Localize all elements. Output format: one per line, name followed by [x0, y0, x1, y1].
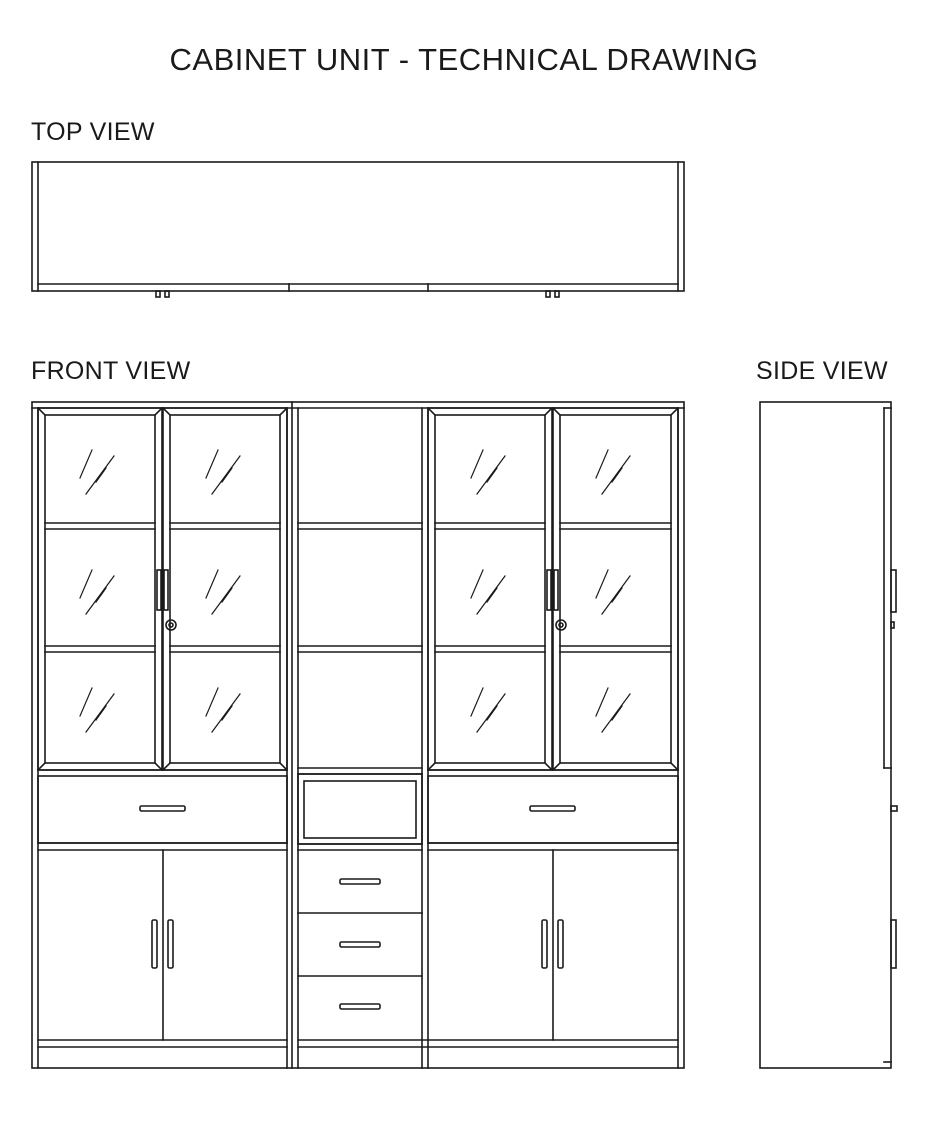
glass-hatch-line [79, 687, 93, 717]
center-drawer-1-handle [339, 878, 381, 885]
drawing-title: CABINET UNIT - TECHNICAL DRAWING [169, 42, 759, 77]
left-glass-handle [156, 569, 162, 611]
left-glass-doors [36, 406, 289, 772]
right-lock [555, 619, 567, 631]
center-drawers [297, 878, 423, 1010]
glass-hatch-line [221, 467, 233, 483]
side-drawer-handle [890, 805, 898, 812]
glass-hatch-line [476, 693, 506, 733]
glass-hatch-line [221, 587, 233, 603]
right-wide-drawer [427, 775, 679, 844]
left-lower-section [37, 769, 288, 1041]
glass-hatch-line [611, 705, 623, 721]
left-door-handle-a [151, 919, 158, 969]
left-wide-drawer [37, 775, 288, 844]
glass-hatch-line [221, 705, 233, 721]
glass-hatch-line [470, 569, 484, 599]
right-glass-doors [426, 406, 680, 772]
glass-reflection-marks [79, 449, 631, 733]
glass-hatch-line [211, 575, 241, 615]
glass-hatch-line [595, 449, 609, 479]
glass-hatch-line [85, 575, 115, 615]
center-drawer-3-handle [339, 1003, 381, 1010]
center-drawer-2-handle [339, 941, 381, 948]
glass-hatch-line [486, 587, 498, 603]
glass-hatch-line [85, 693, 115, 733]
glass-hatch-line [205, 449, 219, 479]
glass-hatch-line [595, 687, 609, 717]
glass-hatch-line [79, 569, 93, 599]
front-view-label: FRONT VIEW [31, 357, 191, 385]
glass-hatch-line [79, 449, 93, 479]
glass-hatch-line [205, 687, 219, 717]
glass-hatch-line [611, 587, 623, 603]
side-lower-handle [890, 919, 897, 969]
top-view-label: TOP VIEW [31, 118, 155, 146]
glass-hatch-line [211, 455, 241, 495]
glass-hatch-line [486, 467, 498, 483]
center-open-niche [297, 773, 423, 845]
right-door-handle-a [541, 919, 548, 969]
glass-hatch-line [470, 687, 484, 717]
glass-hatch-line [205, 569, 219, 599]
left-drawer-handle [139, 805, 186, 812]
glass-hatch-line [95, 705, 107, 721]
side-view-drawing [759, 401, 898, 1069]
left-door-handle-b [167, 919, 174, 969]
right-glass-handle [546, 569, 552, 611]
top-view-knob-right [545, 290, 560, 298]
right-lower-section [427, 769, 679, 1041]
glass-hatch-line [601, 455, 631, 495]
front-view-drawing [31, 401, 685, 1069]
glass-hatch-line [470, 449, 484, 479]
side-view-label: SIDE VIEW [756, 357, 888, 385]
center-open-shelves [297, 522, 423, 851]
side-upper-handle [890, 569, 897, 613]
glass-hatch-line [476, 455, 506, 495]
right-drawer-handle [529, 805, 576, 812]
glass-hatch-line [95, 467, 107, 483]
glass-hatch-line [595, 569, 609, 599]
glass-hatch-line [601, 575, 631, 615]
glass-hatch-line [486, 705, 498, 721]
top-view-knob-left [155, 290, 170, 298]
top-view-drawing [31, 161, 685, 298]
right-door-handle-b [557, 919, 564, 969]
glass-hatch-line [211, 693, 241, 733]
glass-hatch-line [476, 575, 506, 615]
glass-hatch-line [85, 455, 115, 495]
glass-hatch-line [95, 587, 107, 603]
left-lock [165, 619, 177, 631]
glass-hatch-line [601, 693, 631, 733]
glass-hatch-line [611, 467, 623, 483]
